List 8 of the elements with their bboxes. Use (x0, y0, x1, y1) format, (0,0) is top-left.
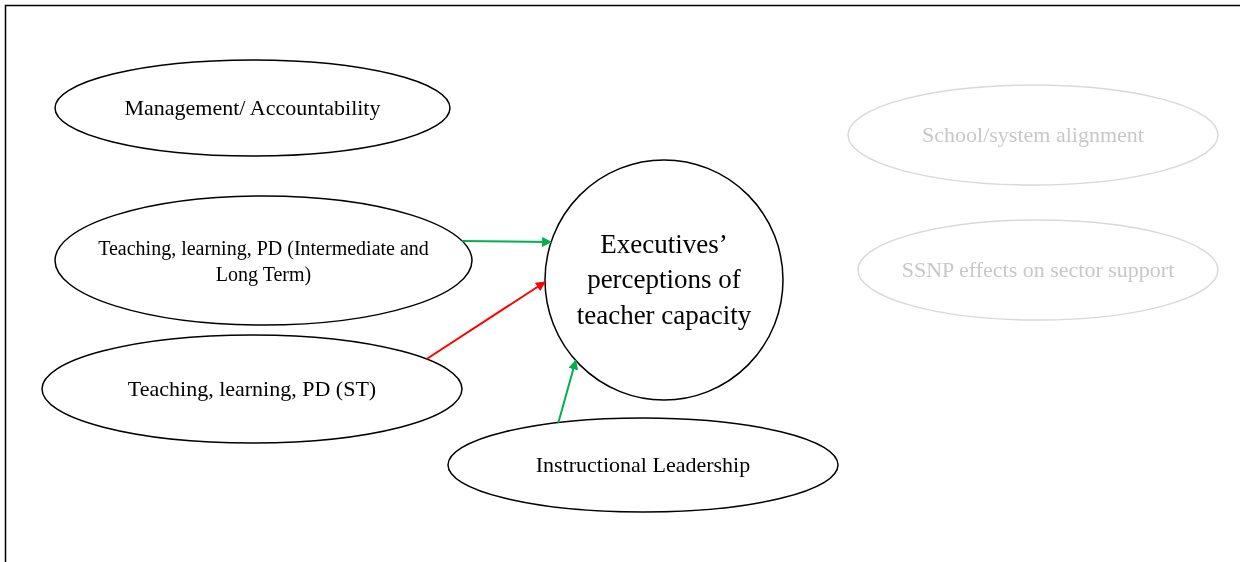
arrow (461, 236, 553, 247)
arrow (425, 281, 546, 360)
node-label: Teaching, learning, PD (ST) (127, 374, 377, 403)
node-label: Executives’ perceptions of teacher capacity (575, 228, 753, 332)
node-label: Teaching, learning, PD (Intermediate and Long Term) (97, 235, 430, 287)
arrow (557, 359, 579, 424)
node-label: Management/ Accountability (124, 93, 381, 122)
node-label: Instructional Leadership (535, 450, 751, 479)
